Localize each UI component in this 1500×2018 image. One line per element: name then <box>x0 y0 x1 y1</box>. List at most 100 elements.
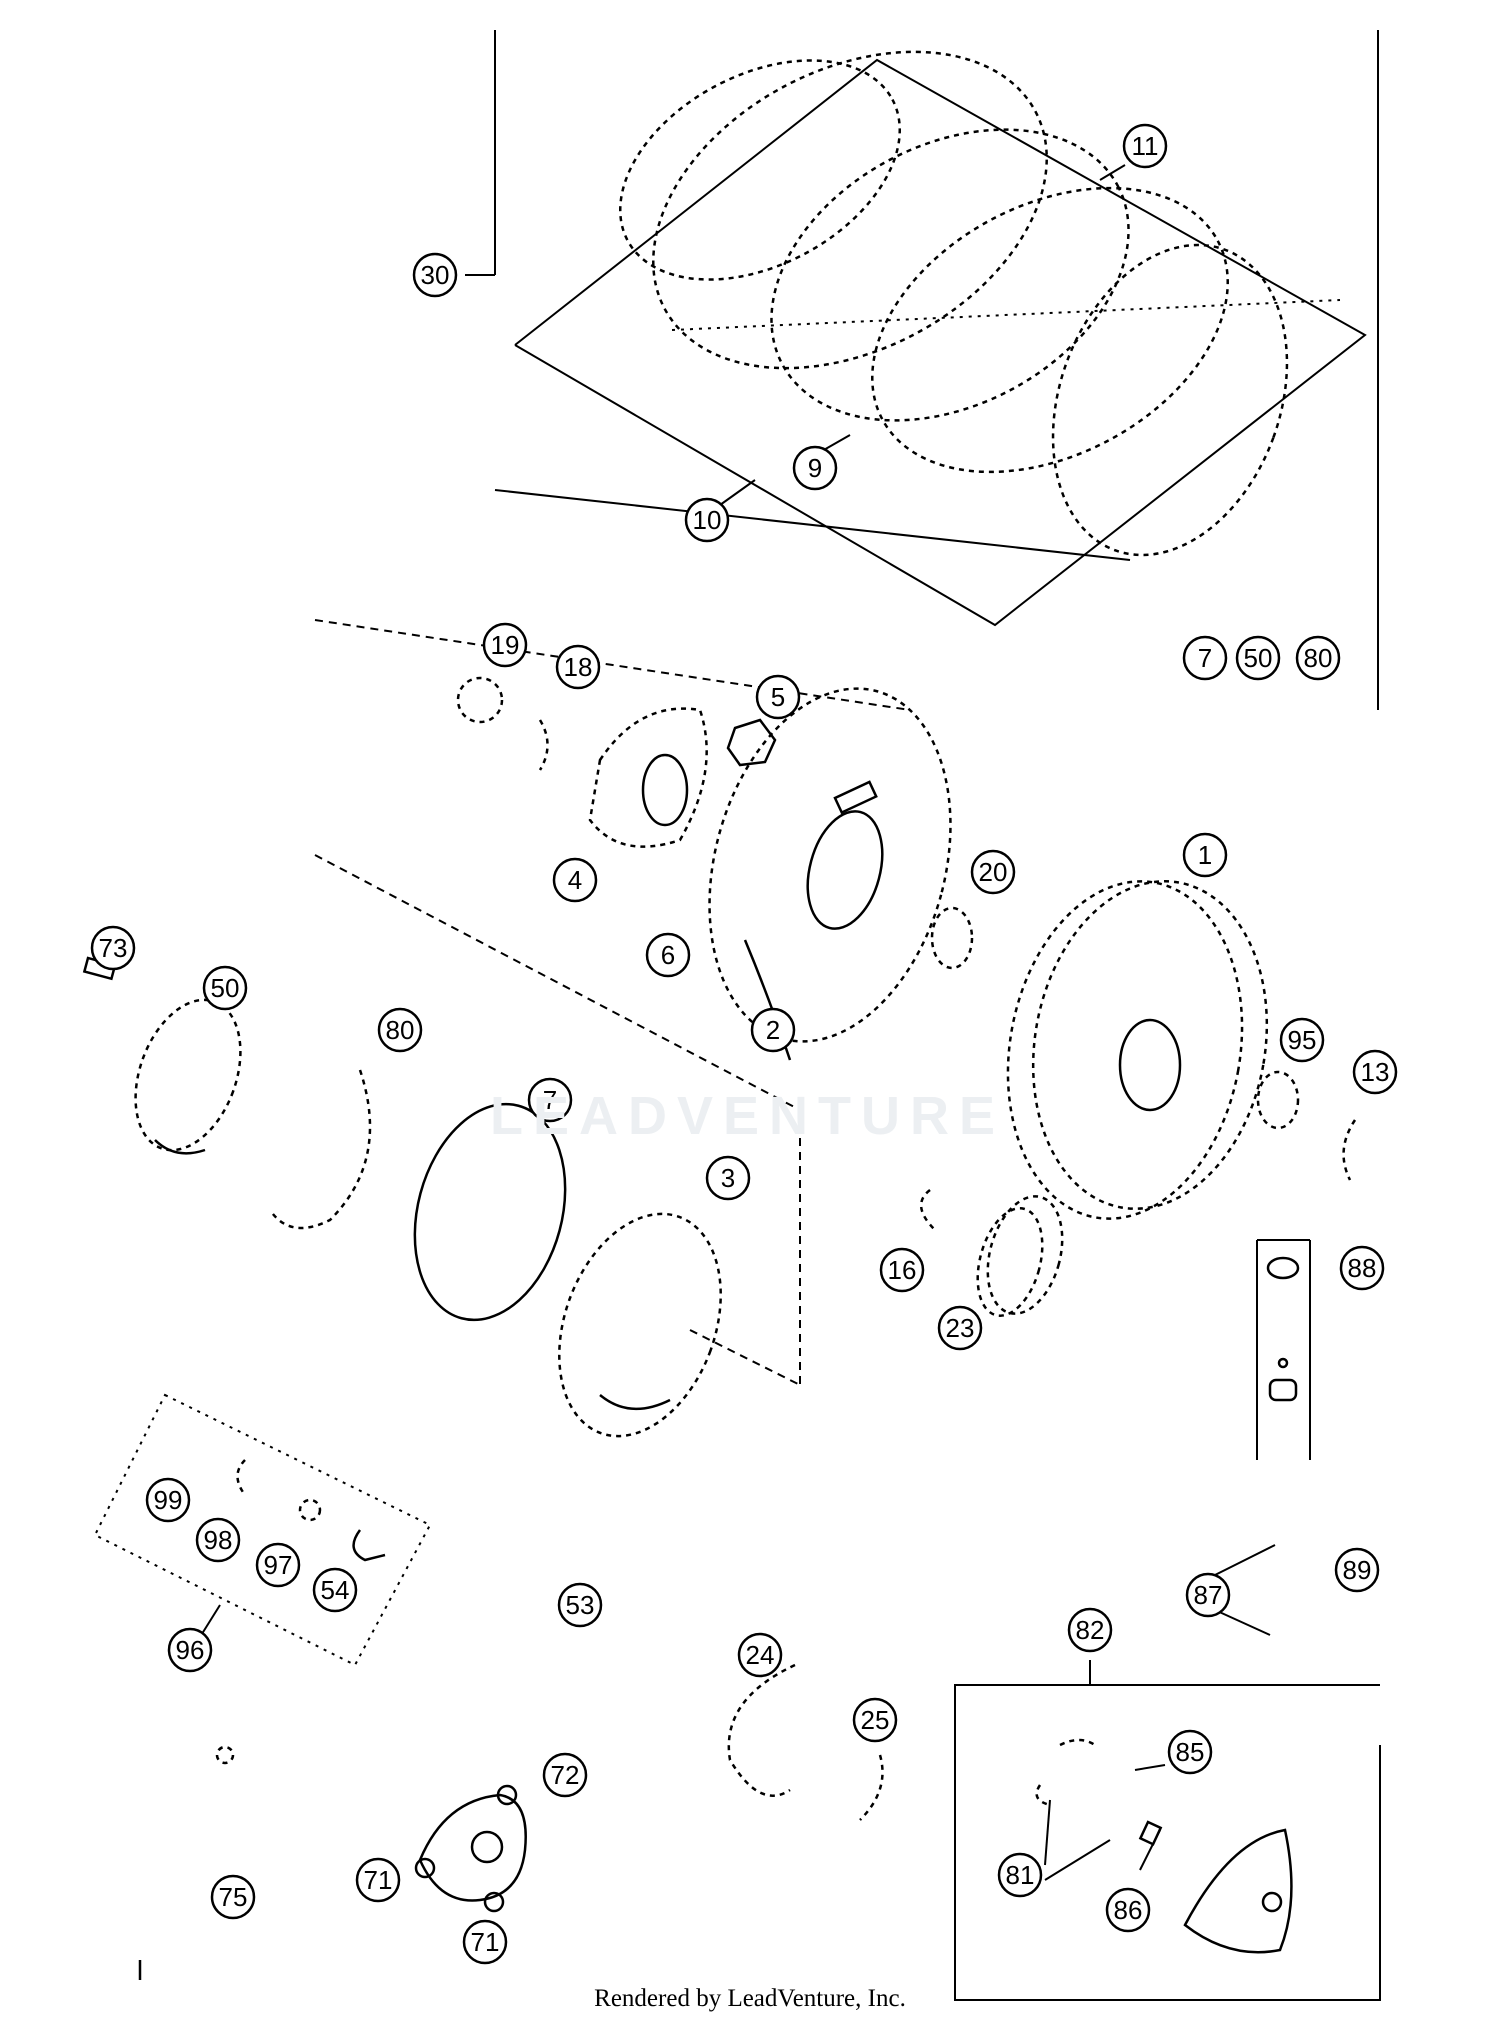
callout-circle <box>1339 1245 1385 1291</box>
callout-number: 81 <box>1006 1860 1035 1890</box>
callout-number: 71 <box>364 1865 393 1895</box>
callout-circle <box>1334 1547 1380 1593</box>
callout-number: 80 <box>1304 643 1333 673</box>
parts <box>82 50 1357 1980</box>
callout-number: 1 <box>1198 840 1212 870</box>
callout-circle <box>555 644 601 690</box>
callout-95: 95 <box>1279 1017 1325 1063</box>
callout-circle <box>145 1477 191 1523</box>
callout-80: 80 <box>1295 635 1341 681</box>
callout-circle <box>527 1077 573 1123</box>
callout-4: 4 <box>552 857 598 903</box>
callout-circle <box>557 1582 603 1628</box>
callout-25: 25 <box>852 1697 898 1743</box>
footer-credit: Rendered by LeadVenture, Inc. <box>594 1985 906 2012</box>
callout-circle <box>210 1874 256 1920</box>
callout-circle <box>90 925 136 971</box>
callout-circle <box>879 1247 925 1293</box>
callout-number: 50 <box>211 973 240 1003</box>
callout-24: 24 <box>737 1632 783 1678</box>
callout-circle <box>937 1305 983 1351</box>
callout-circle <box>1105 1887 1151 1933</box>
callout-11: 11 <box>1122 123 1168 169</box>
callout-circle <box>750 1007 796 1053</box>
callout-circle <box>542 1752 588 1798</box>
callout-13: 13 <box>1352 1049 1398 1095</box>
callout-80: 80 <box>377 1007 423 1053</box>
callout-number: 16 <box>888 1255 917 1285</box>
callout-number: 86 <box>1114 1895 1143 1925</box>
callout-circle <box>1182 832 1228 878</box>
callout-30: 30 <box>412 252 458 298</box>
callout-97: 97 <box>255 1542 301 1588</box>
callout-circle <box>255 1542 301 1588</box>
callout-circle <box>412 252 458 298</box>
callout-number: 7 <box>543 1085 557 1115</box>
callout-73: 73 <box>90 925 136 971</box>
callout-85: 85 <box>1167 1729 1213 1775</box>
callout-54: 54 <box>312 1567 358 1613</box>
callout-5: 5 <box>755 674 801 720</box>
callout-circle <box>462 1919 508 1965</box>
callout-50: 50 <box>1235 635 1281 681</box>
callout-number: 82 <box>1076 1615 1105 1645</box>
callout-circle <box>1167 1729 1213 1775</box>
callout-circle <box>684 497 730 543</box>
callout-number: 4 <box>568 865 582 895</box>
callout-88: 88 <box>1339 1245 1385 1291</box>
leader-lines <box>93 30 1381 2001</box>
callout-circle <box>355 1857 401 1903</box>
callout-7: 7 <box>1182 635 1228 681</box>
callout-number: 87 <box>1194 1580 1223 1610</box>
callout-circle <box>737 1632 783 1678</box>
callout-75: 75 <box>210 1874 256 1920</box>
callout-circle <box>195 1517 241 1563</box>
callout-circle <box>167 1627 213 1673</box>
callout-number: 9 <box>808 453 822 483</box>
clutch-plates <box>619 50 1289 557</box>
callout-81: 81 <box>997 1852 1043 1898</box>
callout-number: 2 <box>766 1015 780 1045</box>
callout-circle <box>552 857 598 903</box>
callout-number: 5 <box>771 682 785 712</box>
callout-23: 23 <box>937 1305 983 1351</box>
callout-number: 80 <box>386 1015 415 1045</box>
callout-number: 99 <box>154 1485 183 1515</box>
callout-98: 98 <box>195 1517 241 1563</box>
callout-72: 72 <box>542 1752 588 1798</box>
callout-16: 16 <box>879 1247 925 1293</box>
callout-7: 7 <box>527 1077 573 1123</box>
callout-circle <box>1279 1017 1325 1063</box>
callout-2: 2 <box>750 1007 796 1053</box>
callout-number: 3 <box>721 1163 735 1193</box>
callout-number: 73 <box>99 933 128 963</box>
callout-3: 3 <box>705 1155 751 1201</box>
callout-99: 99 <box>145 1477 191 1523</box>
callout-number: 54 <box>321 1575 350 1605</box>
callout-circle <box>1295 635 1341 681</box>
callout-circle <box>997 1852 1043 1898</box>
callout-number: 89 <box>1343 1555 1372 1585</box>
callout-82: 82 <box>1067 1607 1113 1653</box>
callout-number: 13 <box>1361 1057 1390 1087</box>
callout-number: 24 <box>746 1640 775 1670</box>
callout-number: 72 <box>551 1760 580 1790</box>
callout-number: 7 <box>1198 643 1212 673</box>
callout-19: 19 <box>482 622 528 668</box>
callout-circle <box>1182 635 1228 681</box>
callout-number: 98 <box>204 1525 233 1555</box>
callout-number: 11 <box>1132 131 1159 161</box>
callout-number: 88 <box>1348 1253 1377 1283</box>
callout-circle <box>1067 1607 1113 1653</box>
callout-circle <box>852 1697 898 1743</box>
callout-circle <box>312 1567 358 1613</box>
callout-6: 6 <box>645 932 691 978</box>
callout-1: 1 <box>1182 832 1228 878</box>
callout-number: 10 <box>693 505 722 535</box>
watermark: LEADVENTURE <box>490 1086 1006 1146</box>
callout-number: 50 <box>1244 643 1273 673</box>
callout-9: 9 <box>792 445 838 491</box>
callout-number: 95 <box>1288 1025 1317 1055</box>
callout-71: 71 <box>462 1919 508 1965</box>
